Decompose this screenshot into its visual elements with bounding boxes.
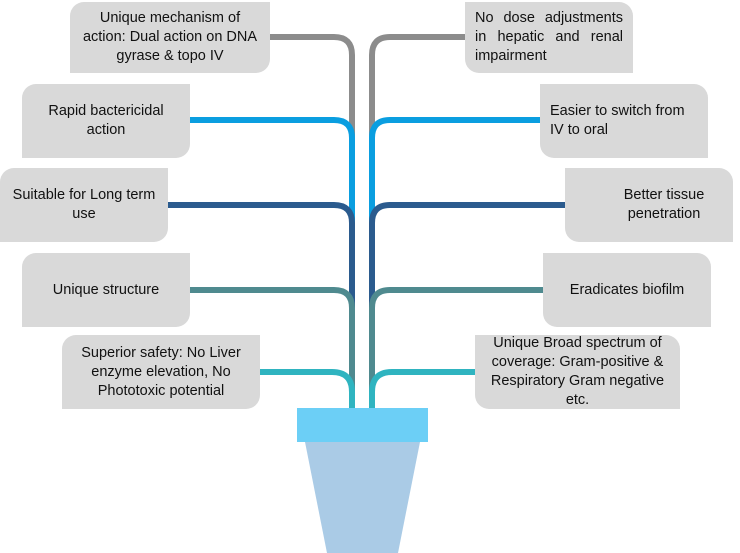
benefit-text: Eradicates biofilm [569,281,685,298]
branch-line-right-5 [369,369,475,410]
benefit-box-right-5: Unique Broad spectrum of coverage: Gram-… [475,335,680,409]
benefit-box-right-2: Easier to switch from IV to oral [540,84,708,158]
pot-rim [297,408,428,442]
branch-line-left-4 [190,287,355,410]
branch-line-left-1 [260,34,355,410]
branch-line-right-4 [369,287,545,410]
branch-line-left-5 [260,369,355,410]
benefit-box-left-2: Rapid bactericidal action [22,84,190,158]
branch-line-right-2 [369,117,545,410]
benefit-text: Better tissue penetration [623,187,705,222]
branch-line-right-3 [369,202,567,410]
benefit-box-left-3: Suitable for Long term use [0,168,168,242]
benefit-text: Superior safety: No Liver enzyme elevati… [81,344,241,399]
pot-body [305,442,420,553]
benefit-text: Suitable for Long term use [12,187,156,222]
benefit-box-right-4: Eradicates biofilm [543,253,711,327]
branch-line-left-2 [190,117,355,410]
benefit-box-left-1: Unique mechanism of action: Dual action … [70,2,270,73]
benefit-box-left-5: Superior safety: No Liver enzyme elevati… [62,335,260,409]
benefit-text: Easier to switch from IV to oral [550,103,685,138]
benefit-text: No dose adjustments in hepatic and renal… [475,10,623,64]
benefit-box-right-1: No dose adjustments in hepatic and renal… [465,2,633,73]
benefit-box-right-3: Better tissue penetration [565,168,733,242]
benefit-text: Unique mechanism of action: Dual action … [82,10,258,64]
benefit-text: Unique Broad spectrum of coverage: Gram-… [490,335,665,408]
branch-line-left-3 [168,202,355,410]
benefit-text: Rapid bactericidal action [48,103,164,138]
branch-line-right-1 [369,34,468,410]
benefit-box-left-4: Unique structure [22,253,190,327]
benefit-text: Unique structure [52,281,160,298]
